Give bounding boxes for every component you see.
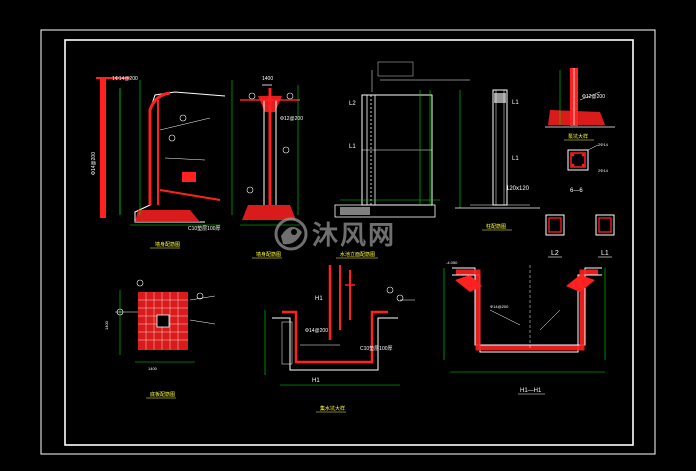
drawing-sump-section: H1 Φ14@200 C10垫层100厚 H1 集水坑大样 <box>264 265 415 413</box>
sump-label-1: Φ14@200 <box>305 328 328 334</box>
drawing-plan-reinforcement: 1400 1400 底板配筋图 <box>104 279 216 399</box>
column-label-0: L1 <box>512 100 519 106</box>
drawing-section-l1: L1 <box>595 214 615 258</box>
mufeng-logo-icon <box>274 217 308 251</box>
inner-frame <box>64 39 634 446</box>
watermark-text: 沐风网 <box>312 220 396 250</box>
s66-label-0: 2Φ14 <box>598 142 609 147</box>
tank-title: 水池立面配筋图 <box>340 251 375 258</box>
h1-title: H1—H1 <box>520 388 542 394</box>
svg-text:H1: H1 <box>312 378 320 384</box>
drawing-section-l2: L2 <box>545 214 565 258</box>
wall1-label-2: C10垫层100厚 <box>188 225 221 232</box>
detail-title: 泵坑大样 <box>568 133 588 140</box>
drawing-tank-wall-elevation: L1 L2 水池立面配筋图 <box>334 61 470 259</box>
s66-title: 6—6 <box>570 188 583 194</box>
detail-label-0: Φ12@200 <box>582 94 605 100</box>
sump-title: 集水坑大样 <box>320 405 345 412</box>
wall1-label-0: 1Φ14@200 <box>112 76 138 82</box>
tank-label-1: L2 <box>349 101 356 107</box>
wall1-title: 墙身配筋图 <box>155 241 180 248</box>
drawing-wall-section-2: 1400 Φ12@200 墙身配筋图 <box>231 76 303 259</box>
column-title: 柱配筋图 <box>486 223 506 230</box>
column-label-1: 120x120 <box>506 186 530 192</box>
wall2-title: 墙身配筋图 <box>256 251 281 258</box>
plan-title: 底板配筋图 <box>150 391 175 398</box>
l2-title: L2 <box>551 250 559 257</box>
watermark: 沐风网 <box>274 217 396 251</box>
drawing-detail-top-right: Φ12@200 泵坑大样 <box>545 68 615 141</box>
outer-frame <box>40 29 656 455</box>
plan-label-0: 1400 <box>104 320 109 330</box>
wall1-label-1: Φ14@200 <box>91 152 97 175</box>
svg-text:L1: L1 <box>512 156 519 162</box>
drawing-column-elevation: L1 L1 120x120 柱配筋图 <box>455 89 540 231</box>
wall2-label-0: 1400 <box>262 76 273 82</box>
h1-label-1: Φ14@200 <box>490 304 509 309</box>
sump-label-0: H1 <box>315 296 323 302</box>
plan-label-1: 1400 <box>148 366 158 371</box>
s66-label-1: 2Φ14 <box>598 168 609 173</box>
tank-label-0: L1 <box>349 144 356 150</box>
h1-label-0: -4.050 <box>446 260 458 265</box>
drawing-wall-section-1: 1Φ14@200 Φ14@200 C10垫层100厚 墙身配筋图 <box>91 76 226 249</box>
drawing-section-h1: -4.050 Φ14@200 H1—H1 <box>443 260 606 395</box>
sump-label-2: C10垫层100厚 <box>360 345 393 352</box>
l1-title: L1 <box>601 250 609 257</box>
drawing-section-6-6: 2Φ14 2Φ14 6—6 <box>567 142 609 194</box>
wall2-label-1: Φ12@200 <box>280 116 303 122</box>
